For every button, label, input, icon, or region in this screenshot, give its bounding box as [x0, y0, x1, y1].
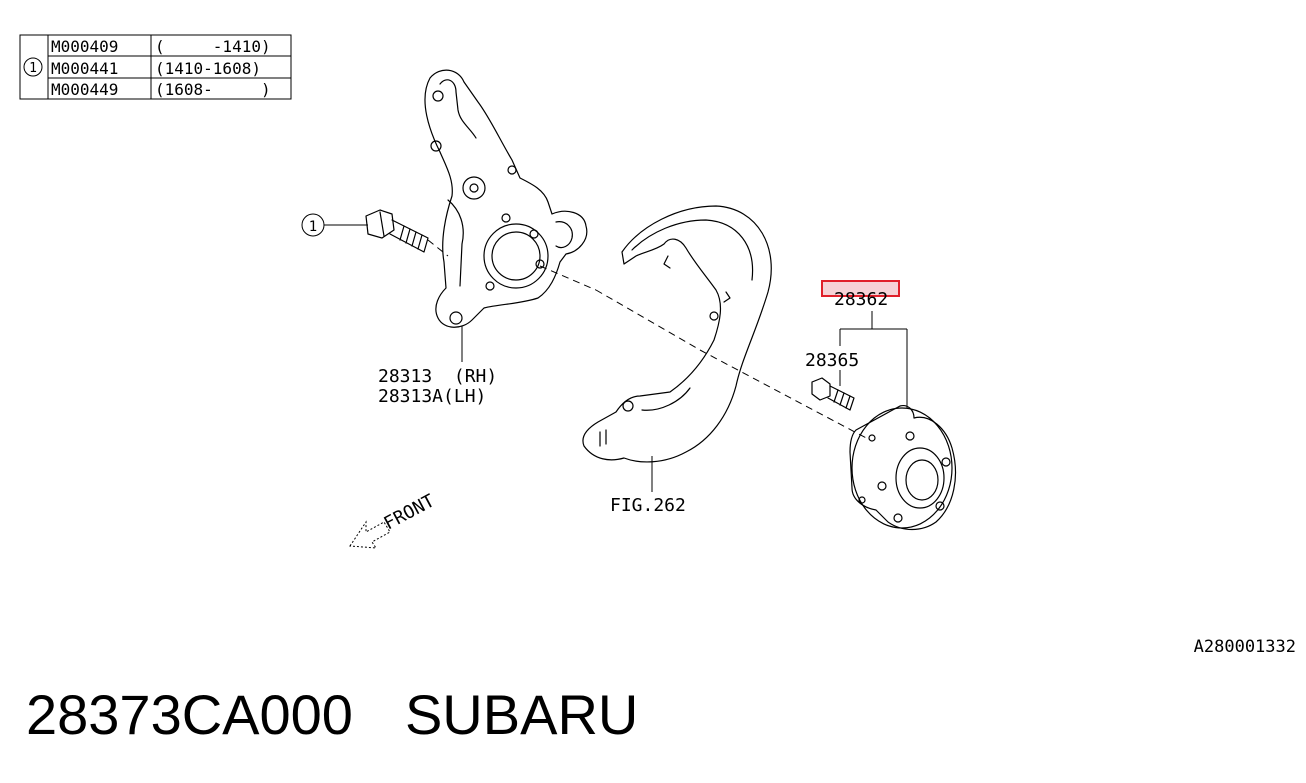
applicability-table: 1 M000409 ( -1410) M000441 (1410-1608) M… — [19, 34, 292, 100]
knuckle-bolt-drawing — [365, 209, 449, 257]
front-label: FRONT — [380, 490, 438, 534]
dust-cover-drawing — [582, 205, 772, 463]
knuckle-lh-label: 28313A(LH) — [378, 386, 486, 407]
front-arrow-icon — [349, 520, 391, 549]
table-range-2: (1410-1608) — [155, 59, 261, 78]
table-range-1: ( -1410) — [155, 37, 271, 56]
hub-assembly-label: 28362 — [834, 289, 888, 310]
highlight-box — [821, 280, 900, 297]
brand-name: SUBARU — [404, 683, 639, 746]
part-number: 28373CA000 — [26, 683, 353, 746]
ref-circle-icon — [23, 57, 43, 77]
steering-knuckle-drawing — [424, 69, 588, 328]
table-range-3: (1608- ) — [155, 80, 271, 99]
table-ref-number: 1 — [29, 61, 37, 76]
table-code-2: M000441 — [51, 59, 118, 78]
bolt-ref-number: 1 — [309, 219, 317, 235]
part-caption: 28373CA000 SUBARU — [26, 682, 638, 747]
dust-cover-label: FIG.262 — [610, 495, 686, 516]
hub-bolt-label: 28365 — [805, 350, 859, 371]
table-code-1: M000409 — [51, 37, 118, 56]
hub-bolt-drawing — [811, 377, 855, 411]
table-code-3: M000449 — [51, 80, 118, 99]
hub-assembly-drawing — [849, 405, 957, 531]
knuckle-rh-label: 28313 (RH) — [378, 366, 497, 387]
illustration-id: A280001332 — [1194, 637, 1296, 657]
